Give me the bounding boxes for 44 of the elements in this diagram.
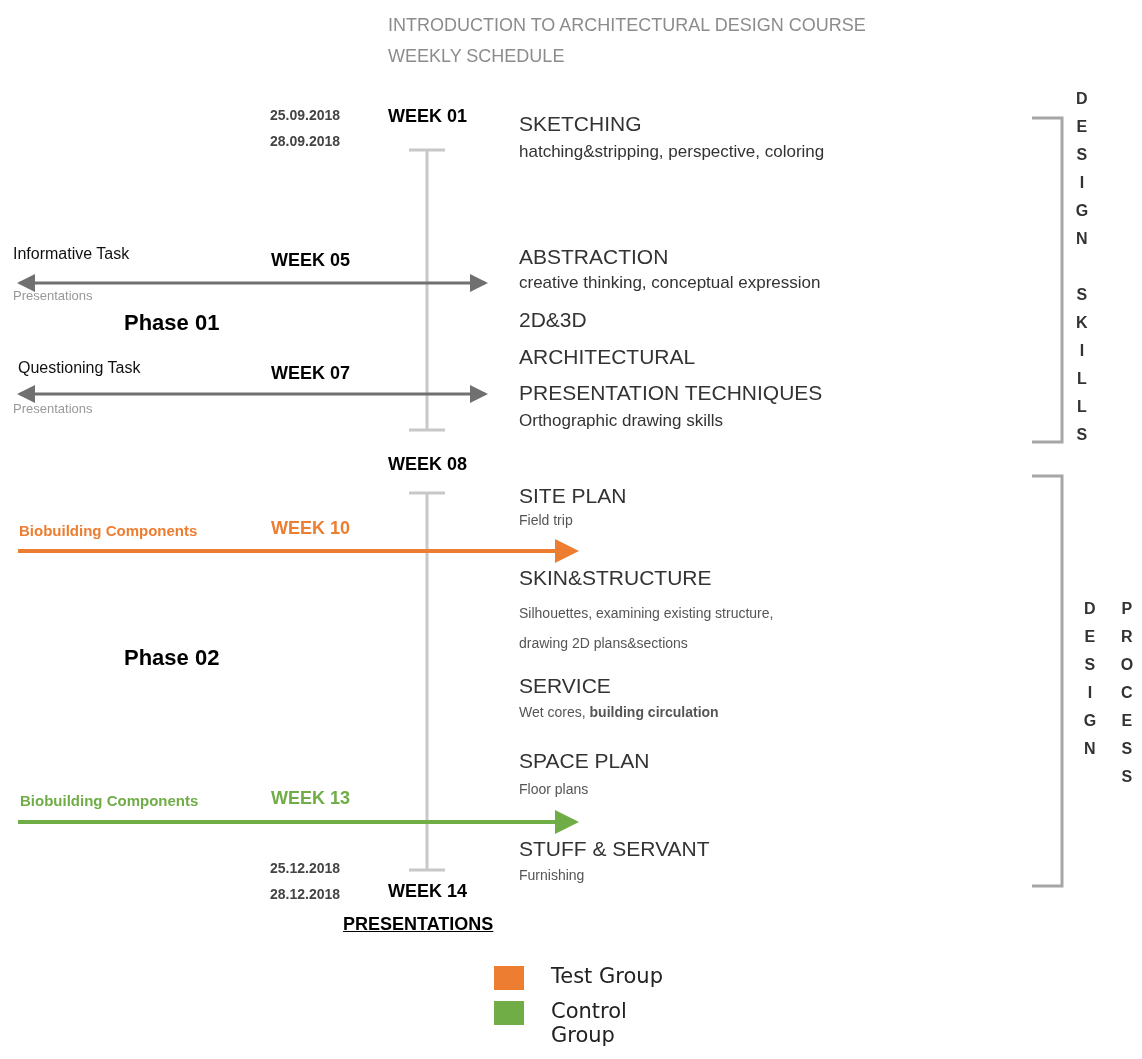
section-label: PROCESS xyxy=(1117,600,1136,796)
topic-heading: SERVICE xyxy=(519,674,611,699)
topic-description: Orthographic drawing skills xyxy=(519,411,724,431)
topic-heading: SITE PLAN xyxy=(519,484,627,509)
topic-description: creative thinking, conceptual expression xyxy=(519,273,821,293)
topic-description: Floor plans xyxy=(519,781,589,798)
topic-heading: ARCHITECTURAL xyxy=(519,345,696,370)
topic-heading: SKETCHING xyxy=(519,112,642,137)
week-label: WEEK 08 xyxy=(388,454,468,475)
date: 28.09.2018 xyxy=(270,133,341,150)
note-text: Presentations xyxy=(13,402,93,417)
week-label: WEEK 10 xyxy=(271,518,351,539)
topic-description: Silhouettes, examining existing structure, drawing 2D plans&sections xyxy=(519,604,775,653)
week-label: WEEK 14 xyxy=(388,881,468,902)
topic-heading: SPACE PLAN xyxy=(519,749,650,774)
presentations-heading: PRESENTATIONS xyxy=(343,914,494,935)
week-label: WEEK 01 xyxy=(388,106,468,127)
week-label: WEEK 07 xyxy=(271,363,351,384)
legend-label: Control Group xyxy=(551,999,628,1048)
topic-description: Wet cores, building circulation xyxy=(519,704,719,721)
task-label: Biobuilding Components xyxy=(20,792,199,810)
note-text: Presentations xyxy=(13,289,93,304)
phase-label: Phase 01 xyxy=(124,310,220,336)
task-label: Questioning Task xyxy=(18,359,141,378)
topic-heading: PRESENTATION TECHNIQUES xyxy=(519,381,823,406)
topic-description: hatching&stripping, perspective, coloring xyxy=(519,142,825,162)
title: INTRODUCTION TO ARCHITECTURAL DESIGN COURSE WEEKLY SCHEDULE xyxy=(388,14,867,68)
topic-description: Furnishing xyxy=(519,867,585,884)
topic-heading: ABSTRACTION xyxy=(519,245,669,270)
phase-label: Phase 02 xyxy=(124,645,220,671)
topic-heading: 2D&3D xyxy=(519,308,587,333)
date: 25.09.2018 xyxy=(270,107,341,124)
section-label: DESIGN SKILLS xyxy=(1072,90,1091,454)
week-label: WEEK 05 xyxy=(271,250,351,271)
legend-label: Test Group xyxy=(551,964,664,989)
topic-description: Field trip xyxy=(519,512,573,529)
week-label: WEEK 13 xyxy=(271,788,351,809)
date: 25.12.2018 xyxy=(270,860,341,877)
task-label: Informative Task xyxy=(13,245,130,264)
task-label: Biobuilding Components xyxy=(19,522,198,540)
topic-heading: STUFF & SERVANT xyxy=(519,837,710,862)
section-label: DESIGN xyxy=(1080,600,1099,768)
date: 28.12.2018 xyxy=(270,886,341,903)
topic-heading: SKIN&STRUCTURE xyxy=(519,566,712,591)
